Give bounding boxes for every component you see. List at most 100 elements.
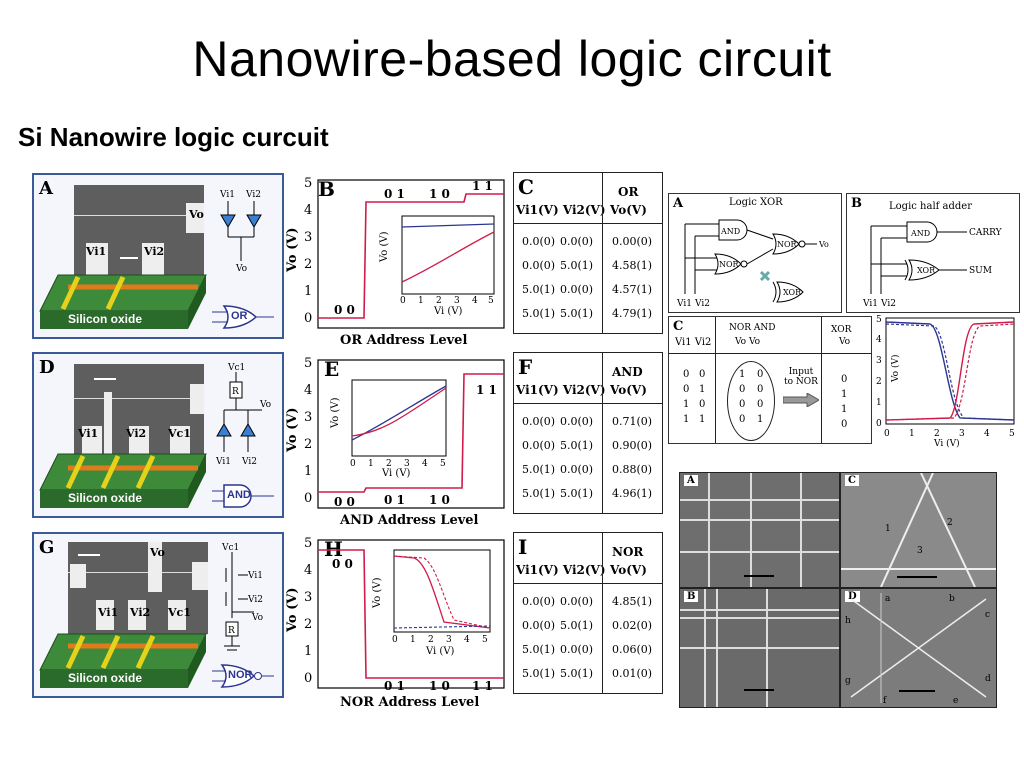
c-cell: 0 bbox=[841, 374, 848, 385]
table-cell: 0.0(0) bbox=[560, 283, 594, 296]
output-text: Vo bbox=[818, 240, 829, 249]
label-vi2: Vi2 bbox=[126, 427, 147, 440]
table-header-inputs: Vi1(V) Vi2(V) bbox=[516, 383, 606, 397]
input-text: Vi2 bbox=[694, 299, 710, 309]
table-cell: 0.0(0) bbox=[560, 595, 594, 608]
input-text: Vi1 bbox=[676, 299, 692, 309]
ytick: 2 bbox=[876, 377, 882, 387]
ytick: 2 bbox=[304, 257, 312, 272]
table-cell: 5.0(1) bbox=[522, 463, 556, 476]
table-gate: AND bbox=[612, 365, 643, 379]
trace bbox=[318, 549, 504, 679]
inset-ylabel: Vo (V) bbox=[372, 577, 383, 609]
label-vi1: Vi1 bbox=[78, 427, 99, 440]
sem-image bbox=[74, 364, 204, 456]
y-axis-label: Vo (V) bbox=[285, 588, 300, 633]
table-cell: 0.0(0) bbox=[560, 643, 594, 656]
xtick: 4 bbox=[984, 429, 990, 439]
table-cell: 0.0(0) bbox=[522, 259, 556, 272]
table-cell: 0.0(0) bbox=[560, 415, 594, 428]
level-label: 1 1 bbox=[476, 383, 497, 397]
schem-r: R bbox=[232, 387, 239, 397]
ytick: 1 bbox=[876, 398, 882, 408]
truth-table-and: F Vi1(V) Vi2(V) AND Vo(V) 0.0(0) 0.0(0) 0.… bbox=[513, 352, 663, 514]
inset-xlabel: Vi (V) bbox=[381, 468, 411, 479]
table-cell: 0.90(0) bbox=[612, 439, 653, 452]
sem-d-lines: a b c d e f g h bbox=[845, 593, 991, 706]
c-header-inputs: Vi1 Vi2 bbox=[675, 337, 712, 348]
c-cell: 0 bbox=[683, 384, 690, 395]
gate-text: NOR bbox=[777, 240, 798, 249]
ytick: 3 bbox=[876, 356, 882, 366]
inset-xtick: 4 bbox=[422, 459, 428, 469]
table-cell: 0.06(0) bbox=[612, 643, 653, 656]
arrow-label: 3 bbox=[917, 546, 923, 556]
sem-panel-a: A bbox=[679, 472, 840, 588]
xor-panel-a: A Logic XOR AND NOR NOR Vo XOR Vi1 Vi2 bbox=[668, 193, 842, 313]
input-text: Vi1 bbox=[862, 299, 878, 309]
gate-label: NOR bbox=[228, 669, 253, 681]
truth-table-nor: I Vi1(V) Vi2(V) NOR Vo(V) 0.0(0)0.0(0)4.… bbox=[513, 532, 663, 694]
sem-panel-c: C 1 2 3 bbox=[840, 472, 997, 588]
xtick: 3 bbox=[959, 429, 965, 439]
table-cell: 5.0(1) bbox=[522, 307, 556, 320]
table-cell: 5.0(1) bbox=[560, 667, 594, 680]
xtick: 0 bbox=[884, 429, 890, 439]
c-cell: 1 bbox=[699, 414, 706, 425]
plot-e: E 0 1 2 3 4 5 Vo (V) 0 0 0 1 1 0 1 1 0 1… bbox=[285, 356, 505, 528]
c-cell: 0 bbox=[699, 399, 706, 410]
table-gate: NOR bbox=[612, 545, 644, 559]
level-label: 0 0 bbox=[332, 557, 353, 571]
inset-xtick: 2 bbox=[428, 635, 434, 645]
y-axis-label: Vo (V) bbox=[285, 228, 300, 273]
sem-letter: f bbox=[883, 696, 887, 706]
inset-xtick: 0 bbox=[392, 635, 398, 645]
table-header-output: Vo(V) bbox=[610, 563, 647, 577]
schem-vi1: Vi1 bbox=[215, 457, 231, 467]
table-cell: 0.71(0) bbox=[612, 415, 653, 428]
table-cell: 5.0(1) bbox=[560, 439, 594, 452]
table-label: F bbox=[518, 355, 533, 379]
c-cell: 1 bbox=[757, 414, 764, 425]
substrate-3d bbox=[39, 633, 207, 688]
inset-xtick: 4 bbox=[472, 296, 478, 306]
sem-label: C bbox=[845, 475, 859, 486]
table-header-inputs: Vi1(V) Vi2(V) bbox=[516, 563, 606, 577]
xor-panel-d: D 0 1 2 3 4 5 0 1 2 3 4 5 Vi (V) Vo (V) bbox=[876, 315, 1015, 448]
label-vi2: Vi2 bbox=[144, 245, 165, 258]
inset-xtick: 2 bbox=[386, 459, 392, 469]
substrate-label: Silicon oxide bbox=[68, 491, 143, 505]
inset-xtick: 3 bbox=[454, 296, 460, 306]
x-title: NOR Address Level bbox=[340, 695, 479, 708]
xor-circuit: AND NOR NOR Vo XOR Vi1 Vi2 bbox=[676, 219, 829, 309]
xtick: 2 bbox=[934, 429, 940, 439]
sem-image bbox=[74, 185, 204, 277]
table-cell: 0.0(0) bbox=[522, 619, 556, 632]
inset-xtick: 1 bbox=[418, 296, 424, 306]
and-gate-icon bbox=[212, 484, 274, 508]
output-text: SUM bbox=[969, 266, 992, 276]
plot-h: H 0 1 2 3 4 5 Vo (V) 0 0 0 1 1 0 1 1 0 1… bbox=[285, 536, 505, 708]
x-title: AND Address Level bbox=[339, 513, 479, 528]
panel-label: G bbox=[39, 537, 55, 558]
inset-xtick: 1 bbox=[368, 459, 374, 469]
c-cell: 1 bbox=[699, 384, 706, 395]
table-cell: 0.0(0) bbox=[522, 439, 556, 452]
schem-vo: Vo bbox=[259, 400, 271, 410]
schem-vi2: Vi2 bbox=[241, 457, 257, 467]
c-cell: 0 bbox=[739, 414, 746, 425]
gate-text: NOR bbox=[719, 260, 740, 269]
c-cell: 0 bbox=[739, 384, 746, 395]
table-cell: 5.0(1) bbox=[522, 283, 556, 296]
sem-panel-b: B bbox=[679, 588, 840, 708]
table-header-output: Vo(V) bbox=[610, 383, 647, 397]
xor-panel-b: B Logic half adder AND CARRY XOR SUM Vi1… bbox=[846, 193, 1020, 313]
level-label: 0 0 bbox=[334, 495, 355, 509]
ytick: 5 bbox=[304, 536, 312, 551]
label-vi1: Vi1 bbox=[98, 606, 119, 619]
ytick: 4 bbox=[304, 203, 312, 218]
table-gate: OR bbox=[618, 185, 639, 199]
trace bbox=[318, 373, 504, 493]
table-cell: 5.0(1) bbox=[560, 487, 594, 500]
